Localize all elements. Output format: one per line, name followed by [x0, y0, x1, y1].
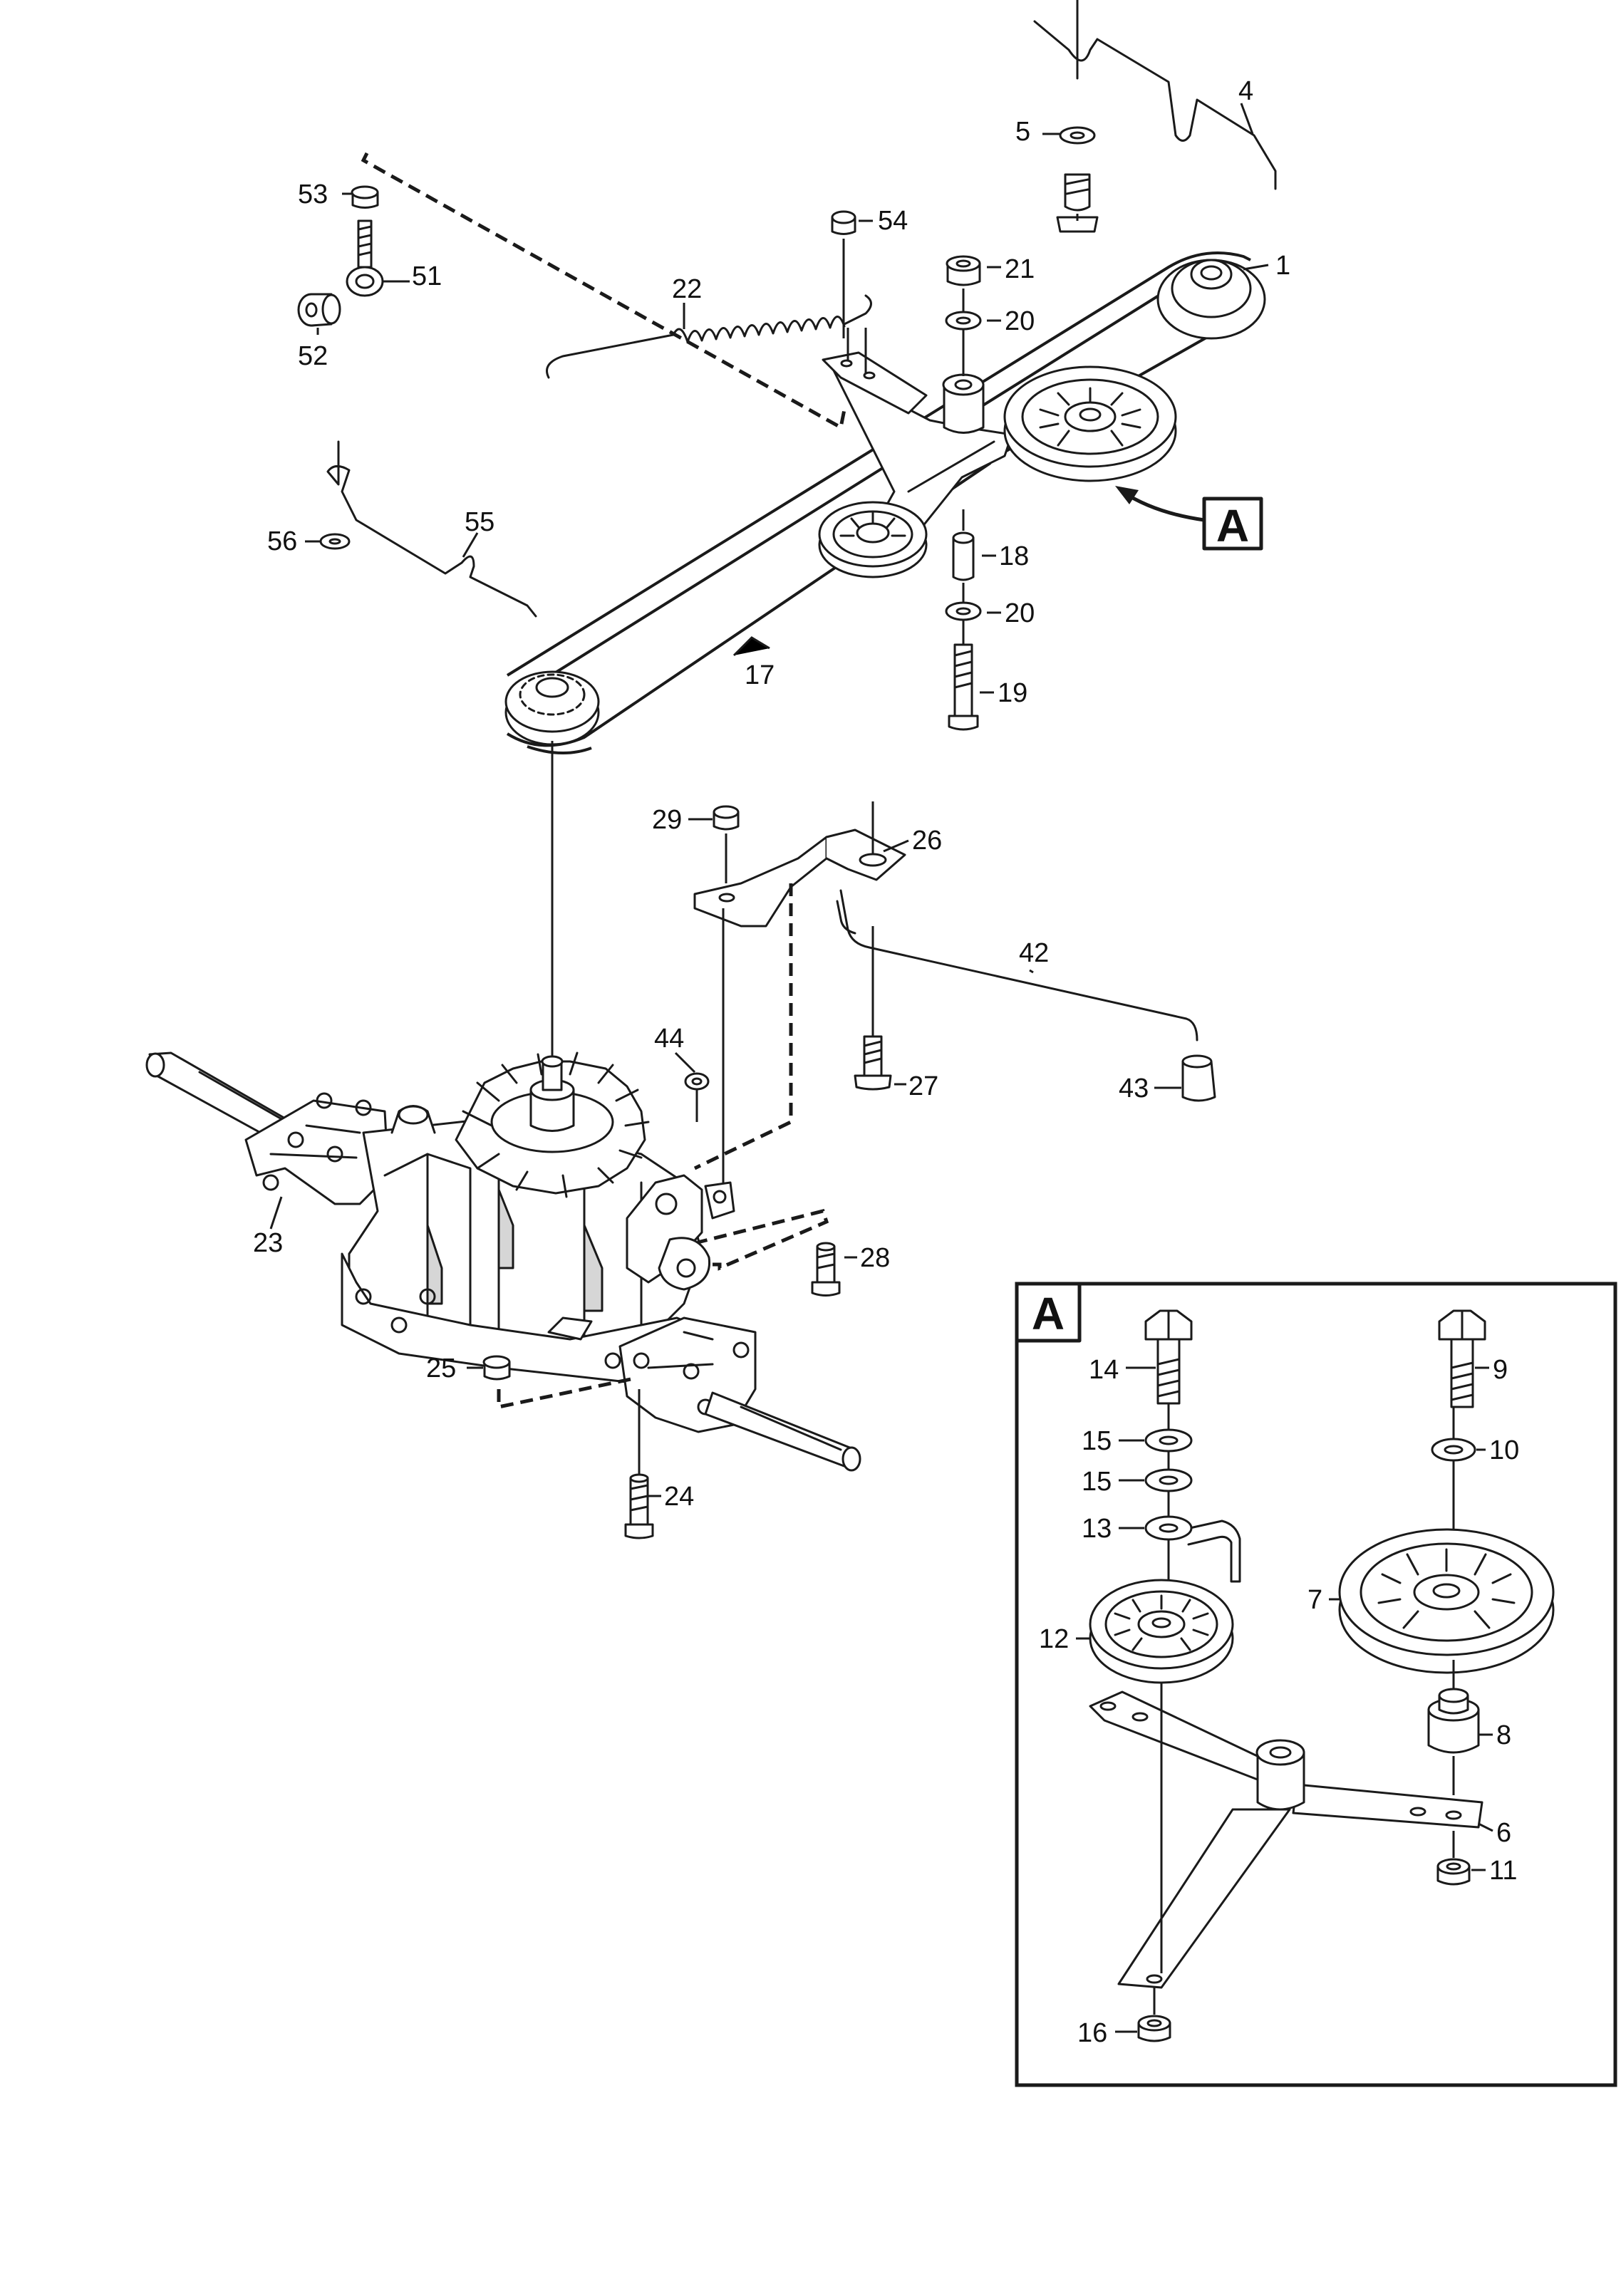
label-part-18: 18	[999, 541, 1029, 571]
bushing-part-8	[1427, 1688, 1480, 1754]
bolt-part-27	[854, 926, 892, 1091]
eyebolt-part-51	[346, 219, 384, 297]
inset-frame	[1015, 1282, 1617, 2087]
transaxle-pulley	[504, 670, 600, 746]
label-part-20-top: 20	[1005, 306, 1035, 336]
label-part-20-bottom: 20	[1005, 598, 1035, 628]
nut-part-16	[1137, 2015, 1171, 2042]
label-part-1: 1	[1275, 251, 1290, 281]
label-part-26: 26	[912, 826, 942, 856]
leader-lines	[269, 103, 1493, 2033]
nut-part-11	[1436, 1858, 1471, 1886]
part-labels: 1 4 5 21 20 18 20 19 17 54 22 53 51 52 5…	[253, 76, 1519, 2048]
label-part-53: 53	[298, 180, 328, 209]
label-part-28: 28	[860, 1243, 890, 1273]
rod-part-42	[836, 889, 1198, 1041]
label-part-51: 51	[412, 261, 442, 291]
label-part-9: 9	[1493, 1355, 1508, 1385]
bolt-part-14	[1144, 1309, 1193, 1405]
washer-part-15-lower	[1144, 1468, 1193, 1492]
callout-letter: A	[1216, 500, 1249, 551]
pulley-part-7	[1338, 1528, 1555, 1674]
nut-part-29	[713, 805, 740, 883]
label-part-14: 14	[1089, 1355, 1119, 1385]
label-part-12: 12	[1039, 1624, 1069, 1654]
label-part-55: 55	[465, 507, 494, 537]
callout-box	[1202, 497, 1263, 551]
inset-label: A	[1032, 1288, 1065, 1339]
pivot-spacer	[942, 373, 985, 434]
label-part-7: 7	[1307, 1585, 1322, 1615]
transaxle-part-23	[145, 1051, 861, 1472]
label-part-8: 8	[1496, 1720, 1511, 1750]
rod-part-55	[326, 440, 537, 618]
label-part-13: 13	[1082, 1514, 1112, 1544]
bushing-part-52	[297, 293, 341, 327]
label-part-56: 56	[267, 526, 297, 556]
label-part-22: 22	[672, 274, 702, 304]
label-part-17: 17	[745, 660, 775, 690]
label-part-44: 44	[654, 1024, 684, 1054]
washer-part-44	[684, 1072, 710, 1122]
spring-bracket-tab	[822, 328, 928, 415]
label-part-10: 10	[1489, 1435, 1519, 1465]
label-part-52: 52	[298, 341, 328, 371]
washer-part-10	[1431, 1438, 1476, 1462]
nut-part-21	[946, 255, 981, 286]
label-part-6: 6	[1496, 1818, 1511, 1848]
label-part-42: 42	[1019, 938, 1049, 968]
washer-part-5	[1056, 126, 1099, 233]
label-part-19: 19	[998, 678, 1027, 708]
label-part-11: 11	[1489, 1856, 1517, 1886]
spring-part-22	[546, 294, 872, 379]
engine-pulley-part-1	[1156, 259, 1266, 340]
cap-part-43	[1181, 1054, 1216, 1102]
cable-dashed-top	[361, 152, 846, 430]
washer-part-20-top	[945, 311, 982, 331]
linkage-dashed-low	[497, 1376, 635, 1410]
nut-part-25	[482, 1355, 511, 1381]
inset-label-box	[1015, 1282, 1082, 1343]
label-part-54: 54	[878, 206, 908, 236]
cooling-fan	[455, 1051, 650, 1269]
bolt-part-28	[811, 1242, 841, 1297]
washer-part-15-upper	[1144, 1428, 1193, 1453]
label-part-43: 43	[1119, 1074, 1149, 1103]
bolt-part-24	[624, 1389, 654, 1539]
washer-part-20-bottom	[945, 601, 982, 621]
label-part-15-lower: 15	[1082, 1467, 1112, 1497]
bolt-part-9	[1438, 1309, 1486, 1408]
bracket-part-26	[693, 801, 906, 928]
label-part-27: 27	[908, 1071, 938, 1101]
idler-pulley-small	[818, 501, 928, 578]
label-part-21: 21	[1005, 254, 1035, 284]
label-part-16: 16	[1077, 2018, 1107, 2048]
washer-part-56	[319, 533, 351, 550]
label-part-29: 29	[652, 805, 682, 835]
spacer-part-18	[952, 531, 975, 581]
bolt-part-19	[948, 643, 979, 731]
linkage-dashed-mid	[693, 883, 793, 1170]
bracket-part-6	[1089, 1690, 1483, 1989]
rod-part-4	[1033, 0, 1277, 190]
label-part-24: 24	[664, 1482, 694, 1512]
label-part-15-upper: 15	[1082, 1426, 1112, 1456]
idler-pulley-large	[1003, 365, 1177, 482]
label-part-4: 4	[1238, 76, 1253, 106]
label-part-25: 25	[426, 1354, 456, 1383]
tab-washer-part-13	[1144, 1515, 1241, 1583]
nut-part-53	[351, 185, 379, 209]
pulley-part-12	[1089, 1579, 1234, 1684]
label-part-5: 5	[1015, 117, 1030, 147]
label-part-23: 23	[253, 1228, 283, 1258]
